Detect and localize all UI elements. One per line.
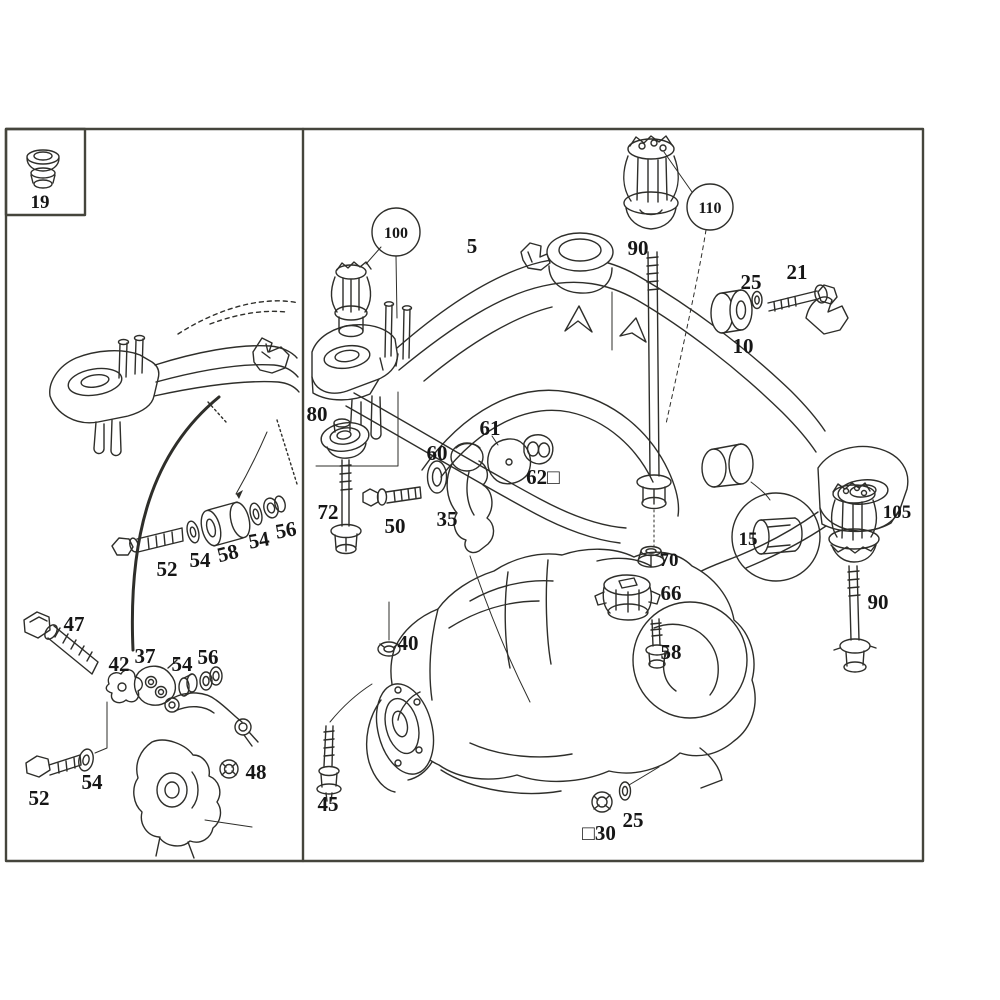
callout-15-bushing: 15	[731, 481, 821, 582]
seal-60	[426, 460, 448, 494]
part-label-5: 5	[467, 234, 478, 258]
part-label-35: 35	[437, 507, 458, 531]
part-label-62: 62□	[526, 465, 560, 489]
part-label-50: 50	[385, 514, 406, 538]
bolt-45	[316, 683, 373, 802]
part-label-90-right: 90	[868, 590, 889, 614]
part-label-42: 42	[109, 652, 130, 676]
bolt-90-top	[636, 251, 672, 549]
grommet-80-bolt-72	[315, 391, 399, 555]
differential-housing	[366, 548, 756, 795]
right-panel-labels: 5 90 25 21 10 80 72 50 60 35 61 62□ 105 …	[307, 234, 912, 845]
callout-100: 100	[365, 207, 421, 319]
part-label-61: 61	[480, 416, 501, 440]
mount-100-bushing	[330, 261, 372, 338]
part-label-52-lower: 52	[29, 786, 50, 810]
inset-part-19-grommet: 19	[26, 149, 60, 213]
part-label-21: 21	[787, 260, 808, 284]
part-label-25-bottom: 25	[623, 808, 644, 832]
part-label-70: 70	[660, 550, 679, 571]
nut-30-washer-25	[591, 766, 660, 813]
part-label-15: 15	[739, 529, 758, 550]
bushing-10-washer-25-bolt-21	[710, 284, 838, 334]
part-label-54-mid: 54	[172, 652, 194, 676]
part-label-37: 37	[135, 644, 156, 668]
part-label-110: 110	[698, 200, 721, 217]
mount-105	[828, 482, 880, 563]
part-label-54-lower: 54	[82, 770, 104, 794]
part-label-66: 66	[661, 581, 682, 605]
part-label-48: 48	[246, 760, 267, 784]
part-label-10: 10	[733, 334, 754, 358]
callout-110: 110	[663, 151, 734, 425]
part-label-90-top: 90	[628, 236, 649, 260]
nut-70-mount-66-bolt-58	[594, 545, 669, 669]
bolt-90-right	[833, 565, 877, 673]
part-label-100: 100	[384, 225, 408, 242]
part-label-56-mid: 56	[198, 645, 219, 669]
left-panel-subframe-sketch	[49, 300, 300, 652]
part-label-56-upper: 56	[273, 516, 298, 543]
part-label-54-upper: 54	[190, 548, 212, 572]
part-label-60: 60	[427, 441, 448, 465]
left-panel-bolt-47	[23, 611, 99, 675]
part-label-52-upper: 52	[157, 557, 178, 581]
breather-35	[446, 442, 531, 703]
part-label-40: 40	[398, 631, 419, 655]
part-label-54-upper2: 54	[246, 526, 271, 553]
left-panel-knuckle	[133, 692, 259, 859]
part-label-58-bolt: 58	[661, 640, 682, 664]
part-label-105: 105	[883, 502, 912, 523]
part-label-45: 45	[318, 792, 339, 816]
part-label-80: 80	[307, 402, 328, 426]
part-label-19: 19	[31, 192, 50, 213]
part-label-72: 72	[318, 500, 339, 524]
part-label-30: □30	[582, 821, 616, 845]
part-label-25-top: 25	[741, 270, 762, 294]
part-label-58-bushing: 58	[215, 539, 241, 567]
plate-61-gasket-62	[487, 434, 554, 485]
mount-110	[623, 135, 679, 230]
left-panel-camber-parts	[94, 659, 223, 754]
washer-40	[377, 601, 401, 657]
bolt-50	[362, 486, 422, 507]
part-label-47: 47	[64, 612, 85, 636]
diagram-frame	[4, 127, 925, 863]
left-panel-lower-bolt-washer	[25, 748, 94, 778]
left-panel-bushing-kit	[111, 495, 286, 556]
left-panel-labels: 52 54 58 54 56 47 42 37 54 56 54 52 48	[29, 516, 299, 810]
